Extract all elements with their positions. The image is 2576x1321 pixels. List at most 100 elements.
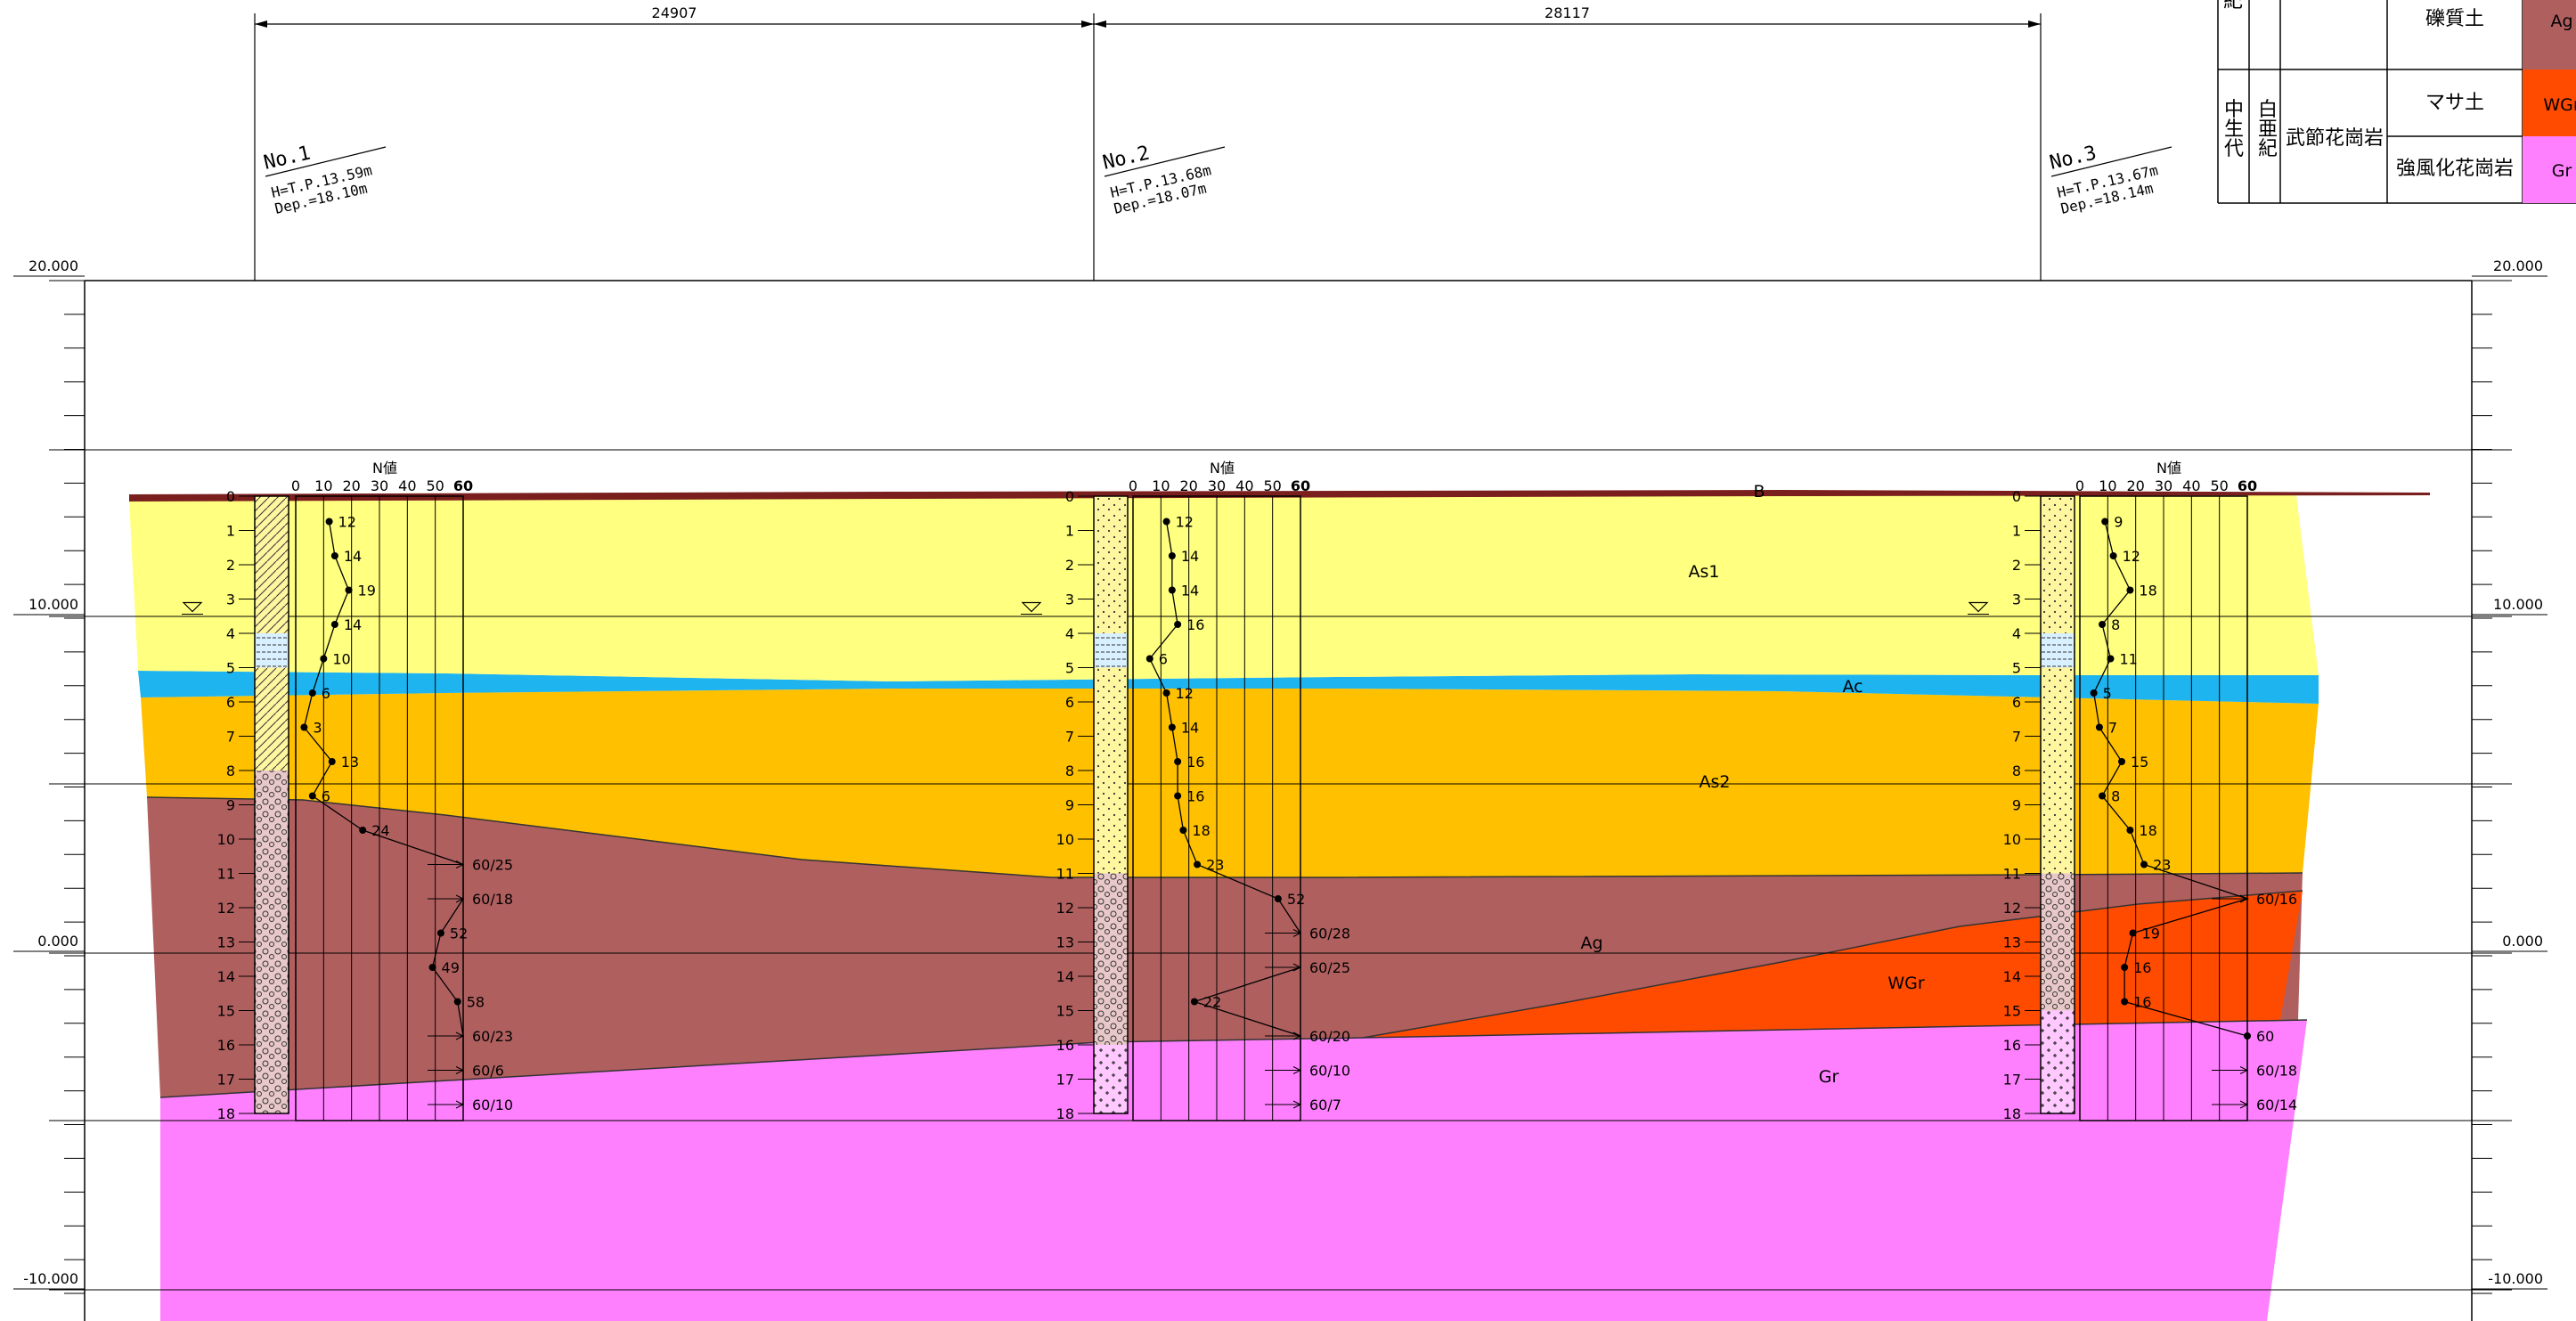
n-value-label: 60/23 (472, 1028, 513, 1045)
n-value-label: 52 (450, 926, 468, 942)
depth-label: 12 (2003, 900, 2021, 917)
n-value-label: 16 (2133, 959, 2151, 976)
n-value-title: N値 (372, 460, 397, 477)
n-scale-tick: 50 (1263, 477, 1281, 494)
n-value-point (2121, 964, 2129, 971)
n-value-label: 14 (344, 616, 362, 633)
n-value-point (1190, 998, 1198, 1006)
elevation-label-right: -10.000 (2488, 1270, 2543, 1287)
n-value-point (325, 518, 333, 526)
n-value-label: 10 (332, 651, 350, 668)
n-value-label: 60/20 (1309, 1028, 1350, 1045)
depth-label: 2 (226, 557, 235, 574)
elevation-label-left: 10.000 (29, 596, 78, 613)
n-value-point (2107, 655, 2115, 663)
elevation-label-left: -10.000 (23, 1270, 78, 1287)
n-value-label: 9 (2114, 514, 2123, 531)
layer-label-gr: Gr (1819, 1067, 1839, 1087)
depth-label: 9 (226, 797, 235, 814)
elevation-label-right: 10.000 (2493, 596, 2543, 613)
legend-row-name-wgr: マサ土 (2425, 92, 2484, 114)
n-value-point (453, 998, 461, 1006)
n-value-point (1174, 621, 1182, 628)
depth-label: 6 (2012, 694, 2021, 711)
layer-label-b: B (1753, 482, 1765, 501)
depth-label: 12 (217, 900, 235, 917)
n-value-label: 18 (1192, 822, 1210, 839)
n-value-label: 7 (2108, 720, 2117, 737)
n-scale-tick: 10 (1152, 477, 1170, 494)
stratigraphic-layers (129, 490, 2430, 1321)
n-value-point (1168, 586, 1176, 594)
n-scale-tick: 30 (2155, 477, 2172, 494)
borehole-2: No.2H=T.P.13.68mDep.=18.07m0123456789101… (1021, 143, 1350, 1122)
depth-label: 0 (226, 488, 235, 505)
n-value-label: 60/16 (2256, 891, 2297, 908)
n-value-arrow (1265, 1032, 1302, 1040)
n-value-label: 19 (358, 583, 376, 599)
n-value-label: 58 (467, 994, 485, 1011)
layer-label-wgr: WGr (1887, 974, 1925, 993)
dimension-lines: 24907 28117 (254, 4, 2042, 281)
depth-label: 11 (217, 866, 235, 883)
n-value-label: 60/18 (2256, 1063, 2297, 1080)
n-value-point (359, 827, 367, 834)
dimension-label: 28117 (1545, 4, 1590, 21)
depth-label: 4 (1065, 625, 1074, 642)
depth-label: 1 (2012, 523, 2021, 540)
n-value-label: 12 (2123, 548, 2140, 565)
depth-label: 10 (217, 831, 235, 848)
depth-label: 0 (1065, 488, 1074, 505)
layer-label-ac: Ac (1842, 677, 1863, 697)
legend-row-code-ag: Ag (2550, 12, 2572, 31)
n-scale-tick: 40 (398, 477, 416, 494)
n-value-point (2099, 621, 2107, 628)
n-value-point (2121, 998, 2129, 1006)
n-value-point (308, 689, 316, 697)
depth-label: 9 (2012, 797, 2021, 814)
n-scale-tick: 40 (1235, 477, 1253, 494)
n-scale-tick: 0 (2075, 477, 2084, 494)
n-value-point (300, 723, 308, 731)
legend-swatch-wgr (2523, 69, 2576, 136)
n-value-point (320, 655, 328, 663)
n-value-label: 60/25 (1309, 959, 1350, 976)
n-value-title: N値 (1210, 460, 1235, 477)
n-value-point (328, 758, 336, 765)
depth-label: 0 (2012, 488, 2021, 505)
n-value-point (1168, 552, 1176, 559)
n-value-label: 16 (1186, 754, 1204, 771)
dimension-label: 24907 (652, 4, 697, 21)
n-value-point (2101, 518, 2109, 526)
n-value-arrow (1265, 963, 1302, 972)
elevation-label-right: 20.000 (2493, 257, 2543, 274)
n-value-point (428, 964, 436, 971)
n-value-label: 5 (2103, 685, 2112, 702)
n-value-label: 6 (322, 788, 330, 805)
depth-label: 18 (1056, 1105, 1074, 1122)
depth-label: 11 (2003, 866, 2021, 883)
n-scale-tick: 0 (1129, 477, 1137, 494)
n-value-point (1194, 860, 1202, 868)
n-value-label: 49 (442, 959, 460, 976)
depth-label: 5 (2012, 660, 2021, 677)
depth-label: 2 (1065, 557, 1074, 574)
n-value-label: 16 (1186, 616, 1204, 633)
n-value-line (2093, 521, 2250, 1105)
depth-label: 4 (2012, 625, 2021, 642)
n-value-label: 14 (1181, 583, 1199, 599)
depth-label: 18 (217, 1105, 235, 1122)
n-value-arrow (1265, 1066, 1302, 1074)
n-value-label: 60/28 (1309, 926, 1350, 942)
layer-as1-fill (129, 494, 2319, 681)
water-level-icon (1968, 601, 1989, 613)
depth-label: 8 (1065, 762, 1074, 779)
depth-label: 8 (226, 762, 235, 779)
n-value-point (2099, 792, 2107, 800)
depth-label: 14 (2003, 968, 2021, 985)
n-value-point (436, 929, 444, 937)
n-value-line (1149, 521, 1301, 1105)
borehole-name: No.2 (1101, 143, 1152, 175)
n-value-point (2090, 689, 2098, 697)
